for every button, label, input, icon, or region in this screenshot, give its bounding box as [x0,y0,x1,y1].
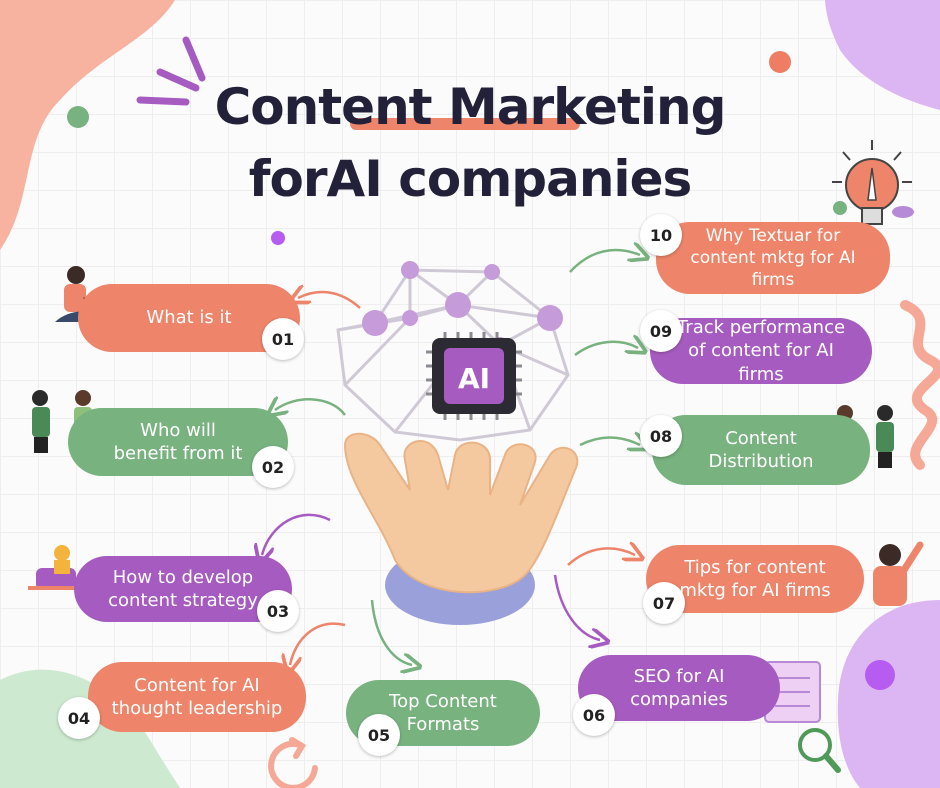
topic-pill-03[interactable]: How to develop content strategy [74,556,292,622]
arrow-01 [298,292,361,309]
topic-label-08: Content Distribution [708,427,814,472]
topic-number-01: 01 [262,318,304,360]
topic-pill-07[interactable]: Tips for content mktg for AI firms [646,545,864,613]
bottom-right-blob [837,600,940,788]
arrow-10 [569,250,640,273]
arrow-05 [370,599,412,665]
purple-dot-large [865,660,895,690]
lightbulb-icon [832,140,914,225]
topic-pill-04[interactable]: Content for AI thought leadership [88,662,306,732]
topic-number-10: 10 [640,214,682,256]
refresh-icon [268,740,318,788]
topic-pill-08[interactable]: Content Distribution [652,415,870,485]
topic-number-08: 08 [640,415,682,457]
topic-label-10: Why Textuar for content mktg for AI firm… [690,225,856,291]
arrow-06 [553,574,600,640]
ai-chip-icon [426,332,522,420]
topic-label-05: Top Content Formats [389,690,497,735]
topic-label-03: How to develop content strategy [108,566,258,611]
topic-number-09: 09 [640,310,682,352]
topic-label-02: Who will benefit from it [113,419,243,464]
arrow-08 [579,438,640,446]
right-squiggle [900,300,940,470]
topic-pill-09[interactable]: Track performance of content for AI firm… [650,316,872,385]
title-underline [350,118,580,130]
topic-number-06: 06 [573,694,615,736]
topic-number-07: 07 [643,582,685,624]
cheering-person-icon [873,541,924,606]
checklist-icon [764,661,821,723]
top-right-blob [825,0,940,110]
topic-pill-02[interactable]: Who will benefit from it [68,408,288,476]
topic-number-02: 02 [252,446,294,488]
top-left-blob [0,0,175,250]
green-dot [67,106,89,128]
purple-dot-small [271,231,285,245]
title-line-2: forAI companies [248,150,693,208]
topic-number-05: 05 [358,714,400,756]
topic-label-01: What is it [146,307,232,329]
magnifier-icon [798,728,832,762]
network-nodes [362,261,563,353]
arrow-02 [275,399,346,415]
topic-number-04: 04 [58,697,100,739]
topic-label-04: Content for AI thought leadership [111,674,283,719]
topic-number-03: 03 [257,590,299,632]
topic-label-09: Track performance of content for AI firm… [676,316,846,385]
arrow-04 [290,622,346,665]
topic-label-06: SEO for AI companies [630,665,728,710]
topic-pill-10[interactable]: Why Textuar for content mktg for AI firm… [656,222,890,294]
laptop-person-icon [28,545,95,590]
arrow-09 [574,342,638,357]
hand-icon [343,432,579,625]
arrow-03 [262,513,331,555]
orange-dot [769,51,791,73]
topic-label-07: Tips for content mktg for AI firms [679,556,831,601]
ai-chip-label: AI [458,362,490,395]
title-line-1: Content Marketing [214,78,727,136]
arrow-07 [567,548,635,566]
spark-lines [136,36,206,106]
